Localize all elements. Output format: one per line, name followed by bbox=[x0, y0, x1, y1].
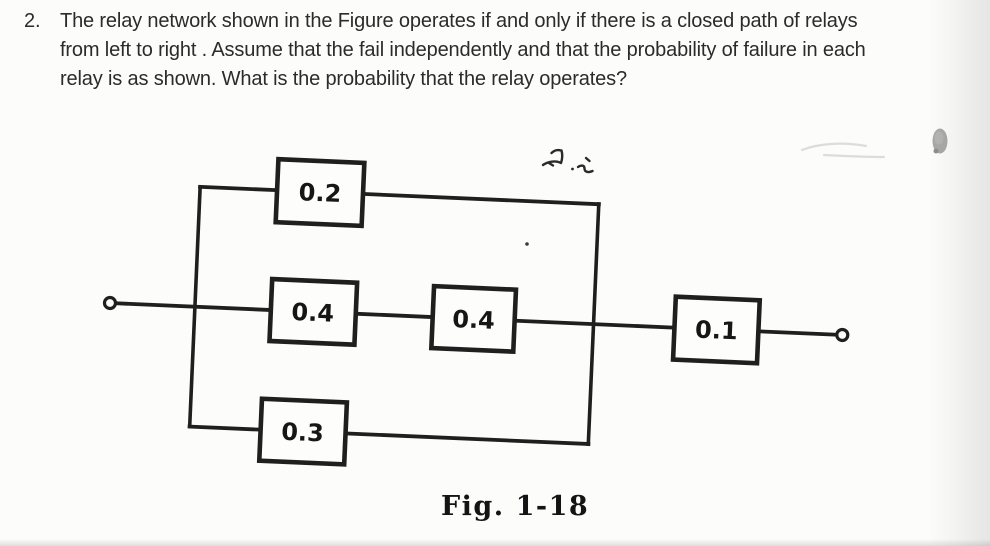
input-terminal bbox=[102, 295, 118, 311]
wire-top-branch-left bbox=[198, 184, 280, 193]
wire-middle-to-series-relay bbox=[513, 318, 677, 330]
relay-box-series-output: 0.1 bbox=[670, 294, 763, 366]
wire-middle-between-relays bbox=[354, 311, 435, 320]
wire-top-branch-right bbox=[361, 191, 601, 207]
problem-text-line-2: from left to right . Assume that the fai… bbox=[60, 39, 866, 61]
problem-number: 2. bbox=[24, 10, 41, 32]
relay-value-middle-first: 0.4 bbox=[291, 298, 335, 328]
relay-box-top: 0.2 bbox=[273, 156, 367, 229]
wire-left-vertical-bus bbox=[187, 186, 202, 427]
pencil-smear bbox=[800, 142, 886, 159]
relay-value-series-output: 0.1 bbox=[695, 316, 739, 346]
figure-caption: Fig. 1-18 bbox=[441, 491, 590, 522]
problem-text: The relay network shown in the Figure op… bbox=[60, 7, 866, 94]
wire-bottom-branch-left bbox=[187, 424, 263, 432]
relay-value-middle-second: 0.4 bbox=[452, 305, 496, 335]
output-terminal bbox=[835, 327, 850, 343]
problem-text-line-3: relay is as shown. What is the probabili… bbox=[60, 68, 627, 90]
problem-text-line-1: The relay network shown in the Figure op… bbox=[60, 10, 858, 32]
relay-box-bottom: 0.3 bbox=[256, 396, 350, 467]
ink-smudge bbox=[932, 128, 948, 154]
relay-box-middle-first: 0.4 bbox=[267, 276, 360, 348]
relay-value-bottom: 0.3 bbox=[281, 418, 325, 448]
wire-bottom-branch-right bbox=[344, 431, 591, 446]
relay-box-middle-second: 0.4 bbox=[428, 283, 519, 355]
ink-speck bbox=[525, 242, 529, 246]
handwritten-annotation bbox=[541, 148, 594, 174]
relay-value-top: 0.2 bbox=[298, 178, 342, 208]
problem-statement: 2. The relay network shown in the Figure… bbox=[24, 7, 866, 94]
wire-output-lead bbox=[757, 329, 838, 337]
